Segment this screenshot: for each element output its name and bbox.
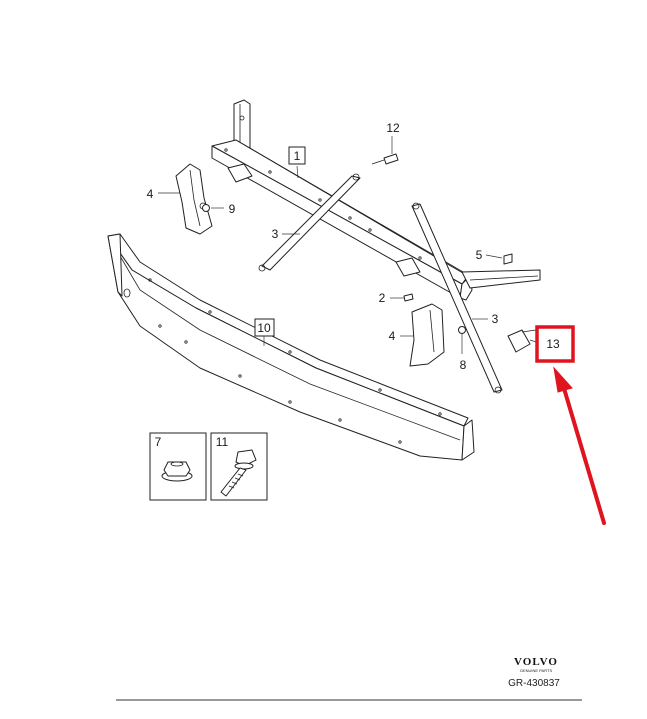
flange-nut-icon [161, 461, 193, 482]
callout-1-text: 1 [294, 149, 301, 163]
left-stay [258, 173, 361, 272]
left-side-bracket [175, 163, 213, 235]
volvo-logo: VOLVO [514, 656, 558, 668]
callout-9: 9 [229, 202, 236, 216]
callout-7: 7 [155, 435, 162, 449]
callout-10: 10 [254, 318, 275, 337]
upper-cross-member [211, 99, 541, 301]
hardware-box-11: 11 [210, 432, 268, 501]
volvo-logo-sub: GENUINE PARTS [520, 668, 553, 673]
footer: VOLVO GENUINE PARTS GR-430837 [116, 656, 582, 701]
right-stay [411, 202, 503, 394]
diagram-reference: GR-430837 [508, 678, 560, 689]
callout-12: 12 [386, 121, 400, 135]
callout-10-text: 10 [257, 321, 271, 335]
callout-8: 8 [460, 358, 467, 372]
callout-5: 5 [476, 248, 483, 262]
hardware-box-7: 7 [149, 432, 207, 501]
callout-4-left: 4 [147, 187, 154, 201]
leader-lines [158, 136, 537, 354]
callout-3-left: 3 [272, 227, 279, 241]
callout-11: 11 [216, 435, 229, 449]
callout-13-highlight: 13 [535, 325, 575, 363]
red-arrow [553, 366, 606, 525]
bumper-beam [107, 233, 475, 461]
right-side-bracket [409, 303, 445, 367]
callout-3-right: 3 [492, 312, 499, 326]
callout-1: 1 [288, 146, 306, 165]
flange-bolt-icon [220, 449, 257, 497]
callout-4-right: 4 [389, 329, 396, 343]
callout-13-text: 13 [546, 337, 560, 351]
fasteners [202, 153, 537, 353]
callout-2: 2 [379, 291, 386, 305]
